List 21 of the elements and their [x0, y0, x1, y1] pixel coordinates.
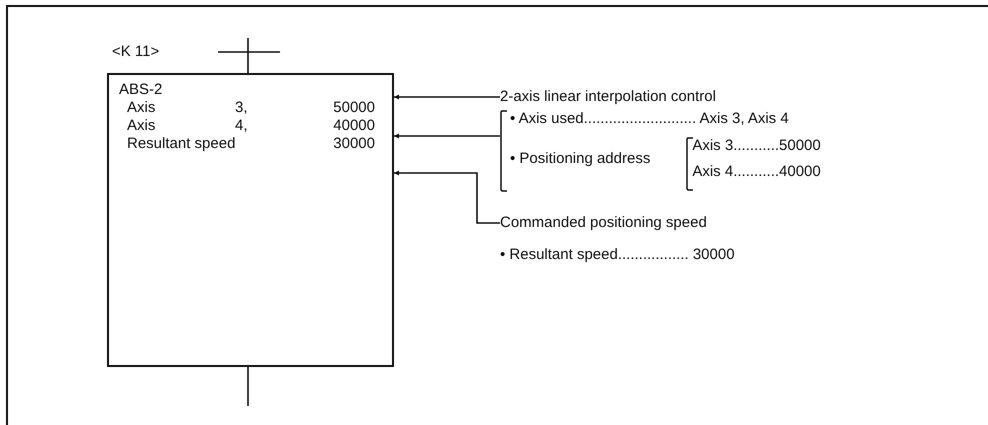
bullet-item: • Positioning address — [510, 150, 650, 168]
setting-value: 40000 — [332, 117, 375, 135]
instruction-name: ABS-2 — [119, 81, 162, 98]
arrow — [394, 170, 500, 224]
bullet-item: • Axis used........................... Axis 3, Axis 4 — [510, 110, 789, 128]
address-value: Axis 3...........50000 — [692, 137, 821, 155]
instruction-box — [107, 73, 394, 367]
setting-label: Axis — [127, 117, 156, 135]
bullet-item: • Resultant speed................. 30000 — [500, 246, 735, 264]
setting-value: 50000 — [332, 99, 375, 117]
setting-label: Axis — [127, 99, 156, 117]
arrow — [394, 134, 500, 138]
setting-label: Resultant speed — [127, 135, 236, 153]
setting-value: 30000 — [332, 135, 375, 153]
annotation-heading: Commanded positioning speed — [500, 214, 707, 232]
setting-label: 4, — [235, 117, 249, 135]
arrow — [394, 94, 500, 100]
annotation-heading: 2-axis linear interpolation control — [500, 88, 716, 106]
step-label: <K 11> — [112, 43, 160, 61]
address-value: Axis 4...........40000 — [692, 163, 821, 181]
setting-label: 3, — [235, 99, 249, 117]
